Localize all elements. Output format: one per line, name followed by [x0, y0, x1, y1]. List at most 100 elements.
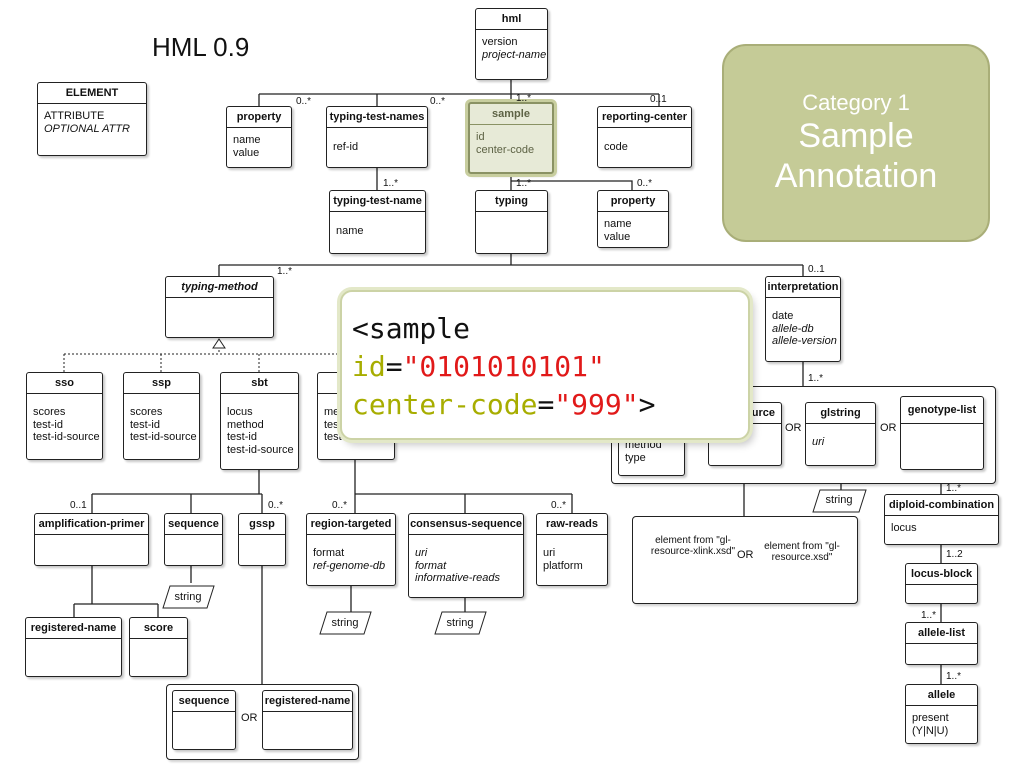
element-gssp[interactable]: gssp — [238, 513, 286, 566]
callout-line2: id="0101010101" — [352, 348, 748, 386]
element-attr: method — [227, 418, 264, 431]
callout-attr-value: "0101010101" — [402, 350, 605, 383]
multiplicity-label: 1..2 — [946, 549, 963, 560]
element-header: sample — [470, 104, 552, 125]
element-registered-name[interactable]: registered-name — [262, 690, 353, 750]
element-glstring[interactable]: glstring uri — [805, 402, 876, 466]
multiplicity-label: 0..* — [296, 96, 312, 107]
element-header: registered-name — [263, 691, 352, 712]
string-type-label: string — [825, 494, 853, 506]
element-header: sequence — [173, 691, 235, 712]
element-attr: scores — [33, 406, 66, 418]
element-attr: test-id — [130, 418, 160, 431]
element-interpretation[interactable]: interpretation date allele-db allele-ver… — [765, 276, 841, 362]
element-property[interactable]: property name value — [226, 106, 292, 168]
callout-attr-name: id — [352, 350, 386, 383]
element-region-targeted[interactable]: region-targeted format ref-genome-db — [306, 513, 396, 586]
legend-optional-attr: OPTIONAL ATTR — [44, 122, 130, 135]
element-typing-test-name[interactable]: typing-test-name name — [329, 190, 426, 254]
multiplicity-label: 1..* — [277, 266, 293, 277]
element-header: diploid-combination — [885, 495, 998, 516]
element-attr: test — [324, 418, 342, 431]
element-attr: ref-genome-db — [313, 559, 386, 572]
callout-close: > — [638, 388, 656, 421]
string-type-label: string — [446, 617, 474, 629]
external-resource-element: element from "gl-resource.xsd" — [764, 541, 840, 563]
element-attr: format — [313, 547, 345, 559]
or-label: OR — [785, 422, 802, 434]
element-header: sequence — [165, 514, 222, 535]
element-attr: method — [625, 439, 662, 451]
element-attr: test-id — [227, 431, 257, 443]
multiplicity-label: 0..* — [430, 96, 446, 107]
element-header: property — [598, 191, 668, 212]
element-attr: format — [415, 559, 447, 572]
callout-line3: center-code="999"> — [352, 386, 748, 424]
element-header: amplification-primer — [35, 514, 148, 535]
element-attr: allele-db — [772, 322, 814, 335]
element-header: ssp — [124, 373, 199, 394]
element-amplification-primer[interactable]: amplification-primer — [34, 513, 149, 566]
element-registered-name[interactable]: registered-name — [25, 617, 122, 677]
element-header: glstring — [806, 403, 875, 424]
element-attr: center-code — [476, 143, 535, 156]
element-locus-block[interactable]: locus-block — [905, 563, 978, 604]
element-raw-reads[interactable]: raw-reads uri platform — [536, 513, 608, 586]
or-label: OR — [737, 549, 754, 561]
element-header: sso — [27, 373, 102, 394]
element-ssp[interactable]: ssp scores test-id test-id-source — [123, 372, 200, 460]
legend-element-box: ELEMENT ATTRIBUTE OPTIONAL ATTR — [37, 82, 147, 156]
element-typing[interactable]: typing — [475, 190, 548, 254]
multiplicity-label: 1..* — [946, 671, 962, 682]
category-line2: Sample — [798, 117, 914, 155]
multiplicity-label: 0..* — [332, 500, 348, 511]
element-attr: date — [772, 310, 794, 322]
multiplicity-label: 0..1 — [70, 500, 87, 511]
external-xlink-element: element from "gl-resource-xlink.xsd" — [650, 535, 736, 557]
element-attr: locus — [227, 406, 253, 418]
element-sso[interactable]: sso scores test-id test-id-source — [26, 372, 103, 460]
element-attr: value — [233, 146, 260, 159]
element-attr: test-id-source — [227, 443, 294, 456]
multiplicity-label: 0..* — [268, 500, 284, 511]
element-reporting-center[interactable]: reporting-center code — [597, 106, 692, 168]
element-consensus-sequence[interactable]: consensus-sequence uri format informativ… — [408, 513, 524, 598]
element-attr: platform — [543, 559, 583, 572]
element-score[interactable]: score — [129, 617, 188, 677]
element-hml[interactable]: hml version project-name — [475, 8, 548, 80]
element-allele-list[interactable]: allele-list — [905, 622, 978, 665]
element-attr: uri — [543, 547, 556, 559]
element-sequence[interactable]: sequence — [164, 513, 223, 566]
element-attr: allele-version — [772, 335, 837, 347]
category-line1: Category 1 — [802, 90, 910, 115]
element-attr: (Y|N|U) — [912, 724, 949, 737]
element-header: hml — [476, 9, 547, 30]
element-sequence[interactable]: sequence — [172, 690, 236, 750]
element-attr: scores — [130, 406, 163, 418]
legend-attribute: ATTRIBUTE — [44, 110, 105, 122]
element-attr: name — [604, 218, 632, 230]
callout-equals: = — [385, 350, 403, 383]
element-property[interactable]: property name value — [597, 190, 669, 248]
element-header: region-targeted — [307, 514, 395, 535]
category-badge: Category 1 Sample Annotation — [722, 44, 990, 242]
element-sbt[interactable]: sbt locus method test-id test-id-source — [220, 372, 299, 470]
element-attr: locus — [891, 522, 917, 534]
element-sample-highlighted[interactable]: sample id center-code — [468, 102, 554, 174]
element-header: reporting-center — [598, 107, 691, 128]
element-attr: informative-reads — [415, 572, 500, 584]
element-header: typing-test-name — [330, 191, 425, 212]
element-typing-method[interactable]: typing-method — [165, 276, 274, 338]
element-header: allele — [906, 685, 977, 706]
element-header: interpretation — [766, 277, 840, 298]
callout-equals: = — [537, 388, 555, 421]
callout-attr-name: center-code — [352, 388, 538, 421]
element-allele[interactable]: allele present (Y|N|U) — [905, 684, 978, 744]
element-genotype-list[interactable]: genotype-list — [900, 396, 984, 470]
element-typing-test-names[interactable]: typing-test-names ref-id — [326, 106, 428, 168]
element-attr: test-id-source — [130, 431, 197, 443]
element-header: raw-reads — [537, 514, 607, 535]
element-header: score — [130, 618, 187, 639]
multiplicity-label: 0..* — [637, 178, 653, 189]
element-diploid-combination[interactable]: diploid-combination locus — [884, 494, 999, 545]
